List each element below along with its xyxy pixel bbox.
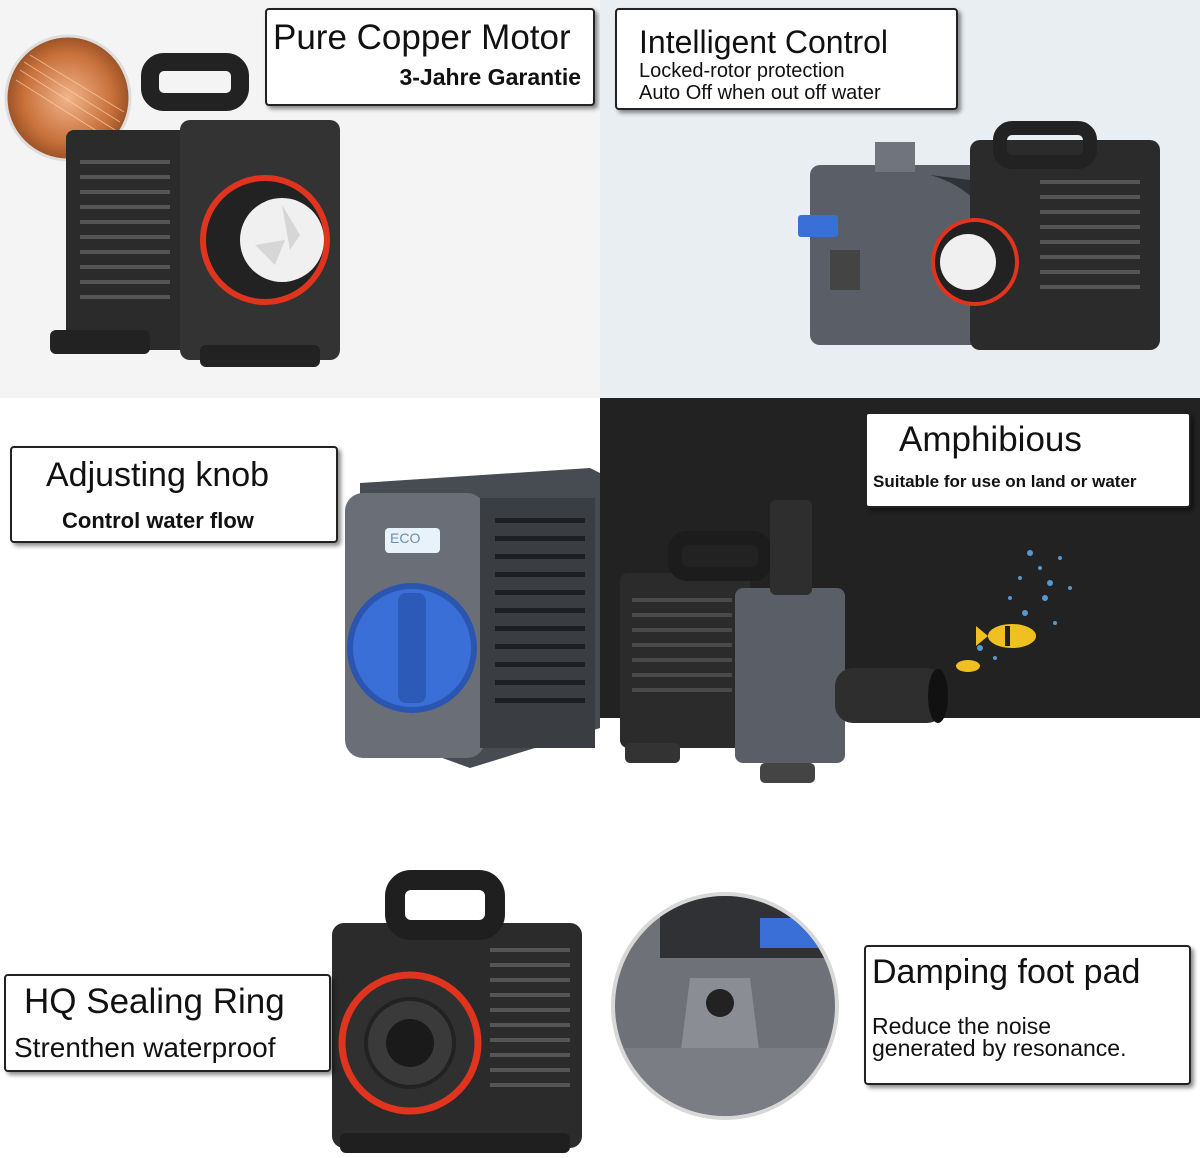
fish-icon xyxy=(956,624,1036,672)
sealing-ring-subtitle: Strenthen waterproof xyxy=(14,1032,276,1063)
label-copper-motor: Pure Copper Motor 3-Jahre Garantie xyxy=(265,8,595,106)
copper-motor-title: Pure Copper Motor xyxy=(273,18,571,57)
bubbles-icon xyxy=(963,550,1072,668)
panel-foot-pad: Damping foot pad Reduce the noise genera… xyxy=(600,798,1200,1158)
adjusting-knob-title: Adjusting knob xyxy=(46,456,270,494)
eco-label: ECO xyxy=(390,530,421,546)
label-sealing-ring: HQ Sealing Ring Strenthen waterproof xyxy=(4,974,331,1072)
panel-adjusting-knob: ECO Adjusting knob Control water flow xyxy=(0,398,600,798)
label-adjusting-knob: Adjusting knob Control water flow xyxy=(10,446,338,543)
foot-pad-line2: generated by resonance. xyxy=(872,1035,1127,1061)
pump-image-sealing-ring xyxy=(332,870,582,1153)
amphibious-title: Amphibious xyxy=(899,420,1082,459)
pump-image-copper-motor xyxy=(4,34,340,367)
pump-image-amphibious xyxy=(600,398,1200,783)
amphibious-subtitle: Suitable for use on land or water xyxy=(873,472,1137,491)
panel-sealing-ring: HQ Sealing Ring Strenthen waterproof xyxy=(0,798,600,1158)
copper-motor-subtitle: 3-Jahre Garantie xyxy=(399,64,581,90)
intelligent-control-line2: Auto Off when out off water xyxy=(639,82,881,104)
label-intelligent-control: Intelligent Control Locked-rotor protect… xyxy=(615,8,958,110)
panel-amphibious: Amphibious Suitable for use on land or w… xyxy=(600,398,1200,798)
pump-image-opened xyxy=(798,121,1160,350)
intelligent-control-title: Intelligent Control xyxy=(639,24,889,60)
foot-pad-icon xyxy=(706,989,734,1017)
label-amphibious: Amphibious Suitable for use on land or w… xyxy=(865,412,1191,508)
adjusting-knob-subtitle: Control water flow xyxy=(62,508,254,533)
impeller-icon xyxy=(240,198,324,282)
sealing-ring-title: HQ Sealing Ring xyxy=(24,982,285,1021)
label-foot-pad: Damping foot pad Reduce the noise genera… xyxy=(864,945,1191,1085)
pump-image-knob xyxy=(345,468,600,768)
panel-intelligent-control: Intelligent Control Locked-rotor protect… xyxy=(600,0,1200,398)
intelligent-control-line1: Locked-rotor protection xyxy=(639,60,845,82)
foot-pad-line1: Reduce the noise xyxy=(872,1013,1052,1039)
pump-image-foot-pad xyxy=(611,892,839,1120)
blue-clip-icon xyxy=(798,215,838,237)
panel-copper-motor: Pure Copper Motor 3-Jahre Garantie xyxy=(0,0,600,398)
foot-pad-title: Damping foot pad xyxy=(872,953,1141,991)
